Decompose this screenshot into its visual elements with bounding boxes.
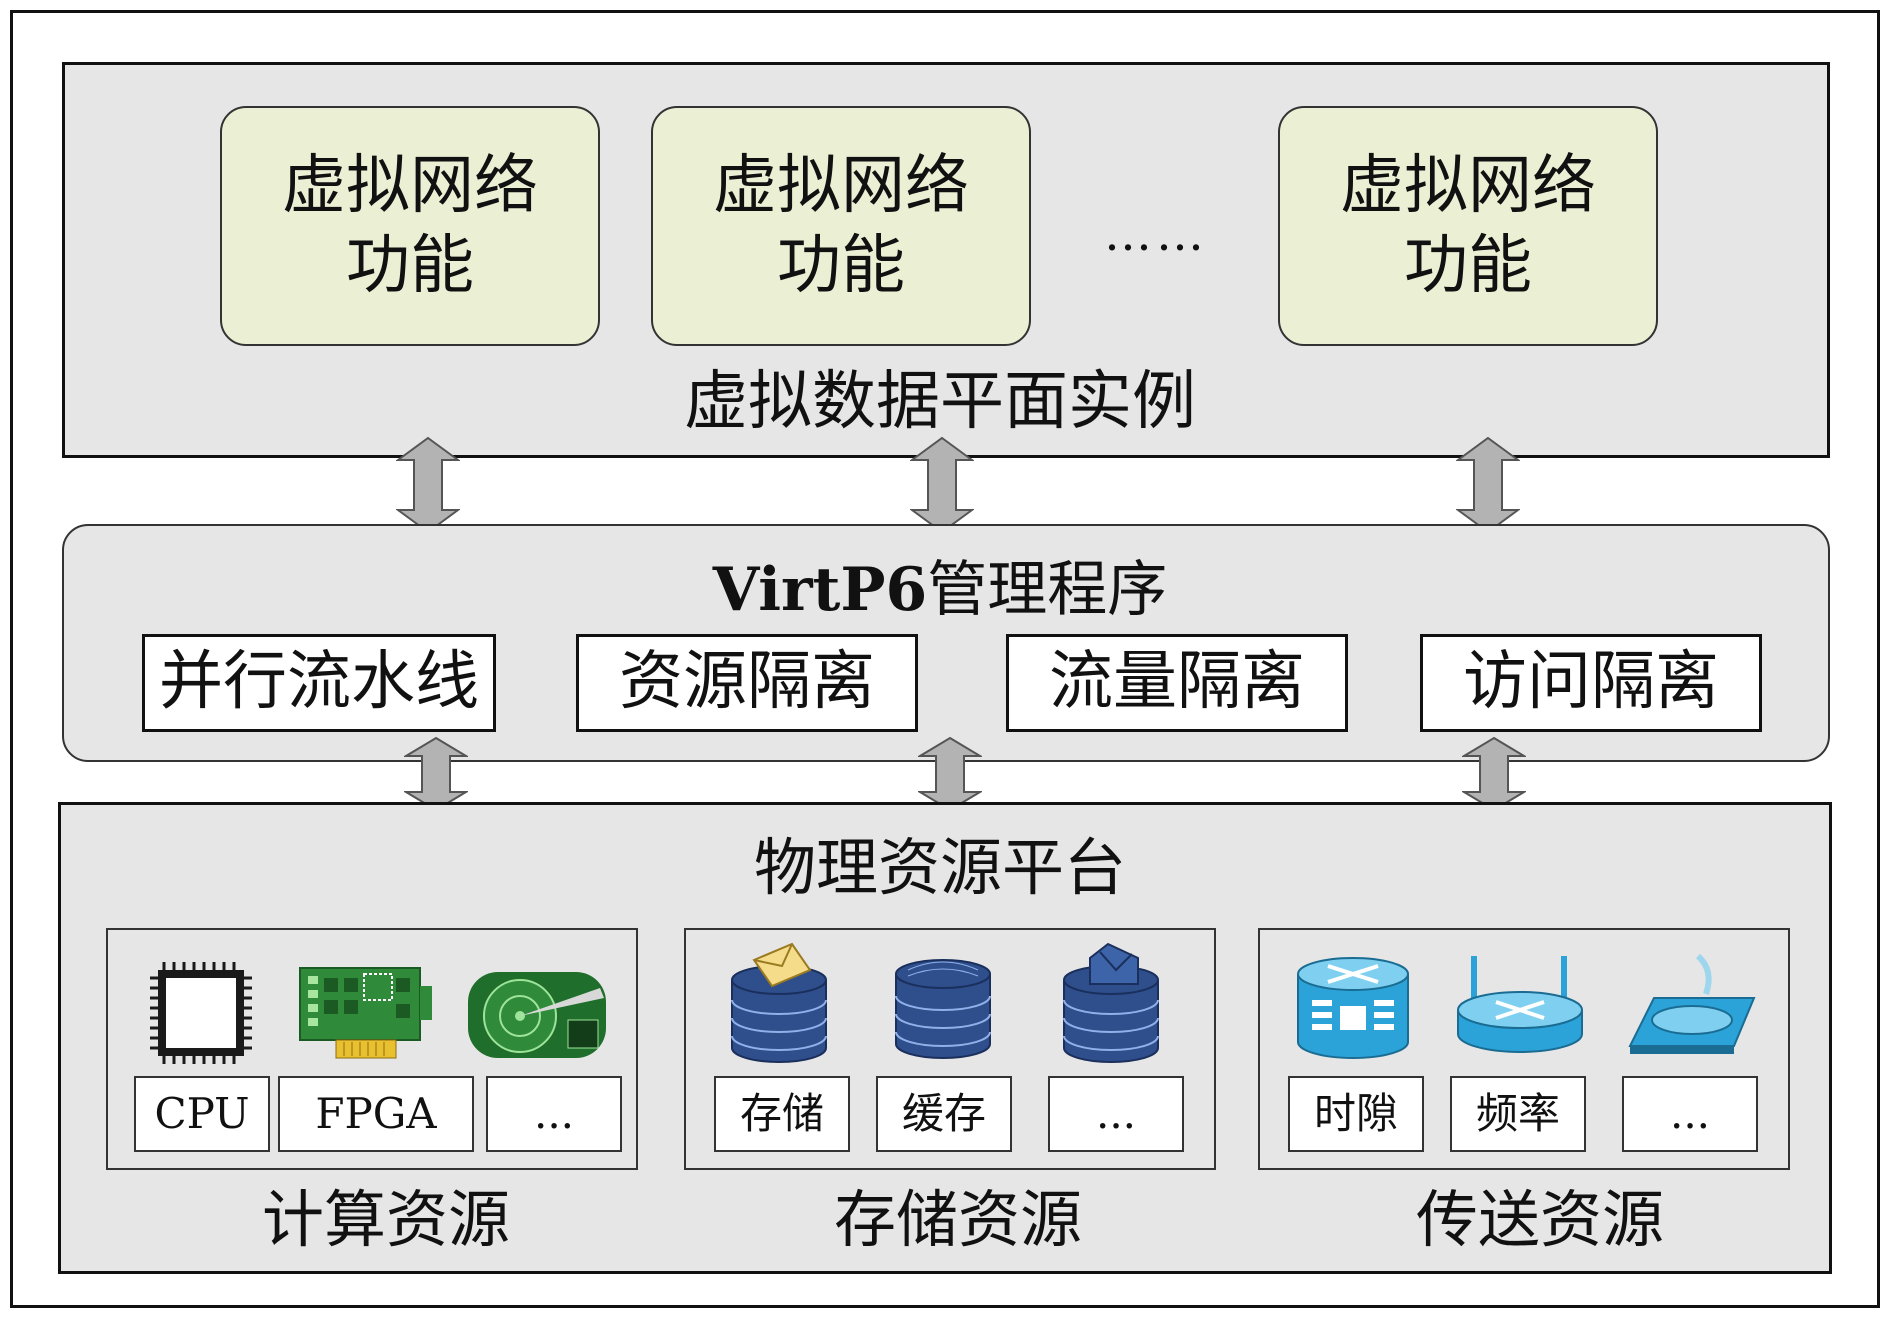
vnf-box-3: 虚拟网络 功能	[1278, 106, 1658, 346]
vnf-box-1: 虚拟网络 功能	[220, 106, 600, 346]
compute-resources-label: 计算资源	[261, 1183, 510, 1256]
vnf-label-line2: 功能	[777, 229, 905, 303]
wireless-router-icon	[1457, 956, 1583, 1053]
module-access-isolation: 访问隔离	[1420, 634, 1762, 732]
module-parallel-pipeline: 并行流水线	[142, 634, 496, 732]
resource-label-more: ...	[486, 1076, 622, 1152]
hypervisor-title: VirtP6管理程序	[560, 550, 1320, 630]
vnf-label-line1: 虚拟网络	[713, 149, 969, 223]
database-exchange-icon	[895, 959, 991, 1059]
fpga-board-icon	[299, 967, 432, 1059]
database-mail-icon	[731, 942, 827, 1063]
double-arrow-icon	[910, 436, 974, 534]
cpu-chip-icon	[150, 962, 252, 1064]
double-arrow-icon	[1456, 436, 1520, 534]
access-point-icon	[1628, 953, 1756, 1054]
hard-disk-icon	[468, 972, 606, 1058]
vnf-label-line2: 功能	[346, 229, 474, 303]
double-arrow-icon	[404, 736, 468, 812]
vnf-label-line1: 虚拟网络	[282, 149, 538, 223]
resource-label-cache: 缓存	[876, 1076, 1012, 1152]
double-arrow-icon	[1462, 736, 1526, 812]
vnf-ellipsis: ……	[1104, 206, 1208, 262]
resource-label-storage: 存储	[714, 1076, 850, 1152]
double-arrow-icon	[918, 736, 982, 812]
module-resource-isolation: 资源隔离	[576, 634, 918, 732]
atm-switch-icon	[1297, 957, 1409, 1059]
module-traffic-isolation: 流量隔离	[1006, 634, 1348, 732]
physical-resource-platform-title: 物理资源平台	[753, 831, 1126, 904]
vnf-label-line2: 功能	[1404, 229, 1532, 303]
hypervisor-title-suffix: 管理程序	[927, 555, 1168, 625]
storage-resources-label: 存储资源	[833, 1183, 1082, 1256]
resource-label-frequency: 频率	[1450, 1076, 1586, 1152]
double-arrow-icon	[396, 436, 460, 534]
resource-label-more: ...	[1622, 1076, 1758, 1152]
hypervisor-name: VirtP6	[712, 555, 928, 625]
vnf-label-line1: 虚拟网络	[1340, 149, 1596, 223]
database-folder-icon	[1063, 942, 1159, 1063]
resource-label-more: ...	[1048, 1076, 1184, 1152]
resource-label-cpu: CPU	[134, 1076, 270, 1152]
diagram-frame	[10, 10, 1880, 1308]
transport-resources-label: 传送资源	[1415, 1183, 1664, 1256]
resource-label-fpga: FPGA	[278, 1076, 474, 1152]
resource-label-timeslot: 时隙	[1288, 1076, 1424, 1152]
virtual-data-plane-title: 虚拟数据平面实例	[684, 365, 1196, 439]
vnf-box-2: 虚拟网络 功能	[651, 106, 1031, 346]
